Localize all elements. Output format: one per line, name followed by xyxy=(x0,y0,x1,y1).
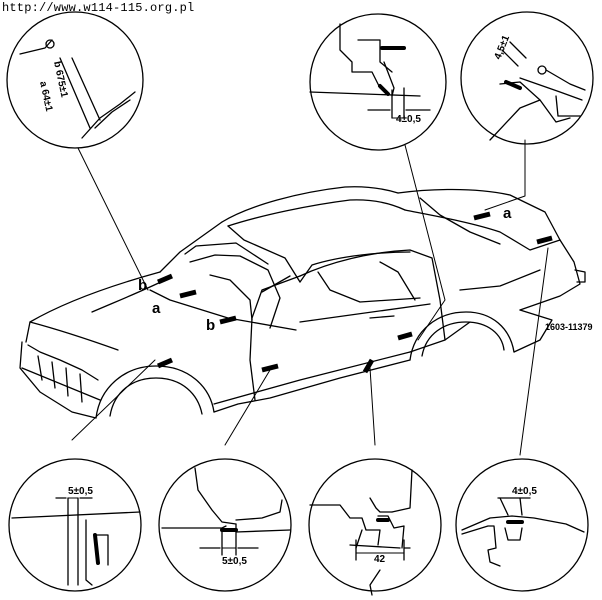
dim-top-center: 4±0,5 xyxy=(396,114,421,125)
dim-bottom-2: 5±0,5 xyxy=(222,556,247,567)
seal-position-marks xyxy=(157,211,553,374)
detail-circle-top-right xyxy=(460,11,594,145)
detail-circle-top-center xyxy=(309,13,447,151)
dim-bottom-4: 4±0,5 xyxy=(512,486,537,497)
dimension-arrows xyxy=(67,117,523,554)
detail-circle-bottom-4 xyxy=(455,458,589,592)
detail-circle-top-left xyxy=(6,11,144,149)
dim-top-left-2: a 64±1 xyxy=(37,80,54,113)
car-body-outline xyxy=(19,186,586,419)
label-b-hood-top: b xyxy=(138,277,147,294)
label-a-trunk: a xyxy=(503,205,512,222)
source-url: http://www.w114-115.org.pl xyxy=(2,1,195,15)
dim-top-left-1: b 675±1 xyxy=(51,60,69,99)
leader-lines xyxy=(71,139,549,456)
reference-code: 1603-11379 xyxy=(545,322,593,332)
detail-circle-bottom-1 xyxy=(8,458,142,592)
label-b-hood-bottom: b xyxy=(206,317,215,334)
dim-bottom-3: 42 xyxy=(374,554,386,565)
detail-circle-bottom-3 xyxy=(308,458,442,596)
detail-circle-bottom-2 xyxy=(158,458,292,592)
label-a-hood: a xyxy=(152,300,161,317)
dim-bottom-1: 5±0,5 xyxy=(68,486,93,497)
